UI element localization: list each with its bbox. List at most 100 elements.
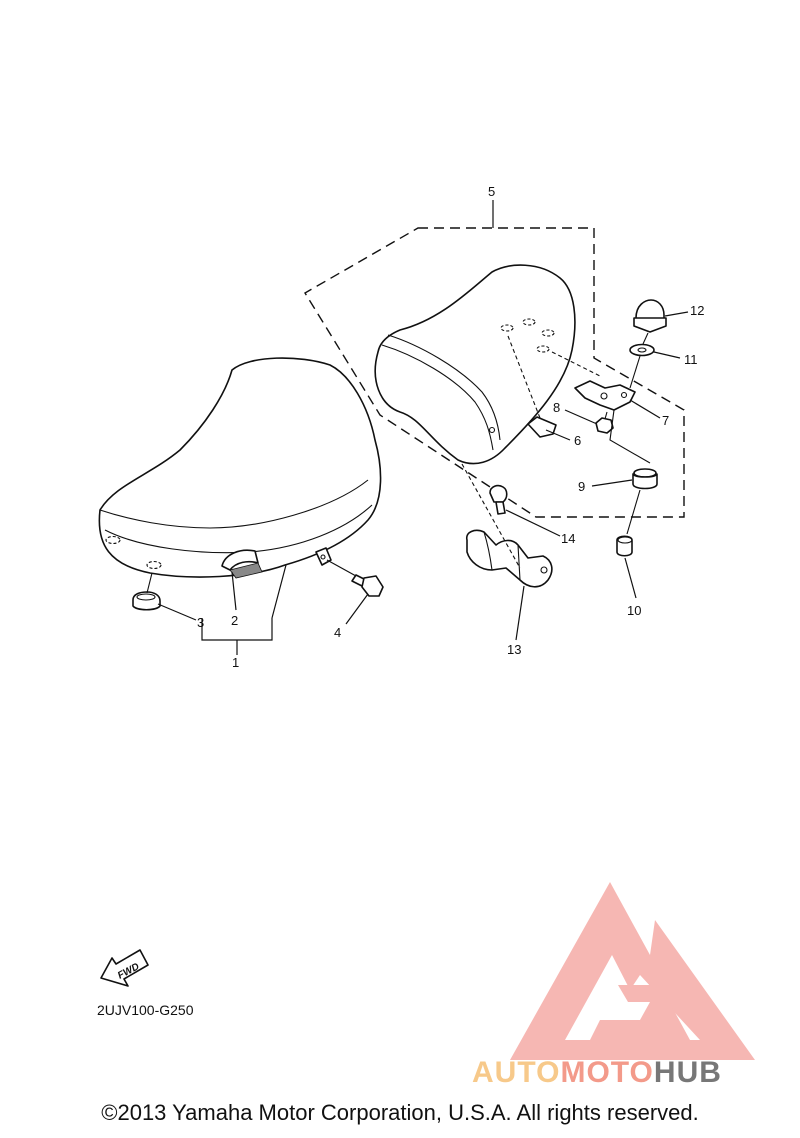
leader-13 [515, 585, 525, 641]
bolt-head [361, 575, 384, 597]
grommet [609, 409, 658, 490]
leader-10 [624, 557, 637, 599]
cap-nut-dome [635, 299, 665, 322]
collar-axis [626, 489, 641, 535]
passenger-seat-rivet [488, 426, 496, 434]
watermark-brand: AUTOMOTOHUB [472, 1056, 722, 1090]
seat-mount-tab [315, 547, 332, 566]
callout-labels: 1 2 3 4 5 6 7 8 9 10 11 12 13 14 [197, 184, 704, 670]
logo-triangle-outer [510, 882, 755, 1060]
passenger-seat-hole-a [500, 324, 514, 332]
bolt-axis [326, 559, 357, 577]
automotohub-logo [510, 882, 755, 1060]
brand-hub: HUB [653, 1056, 722, 1089]
rider-seat-hole-mid [146, 560, 162, 570]
callout-4: 4 [334, 625, 341, 640]
leader-14 [505, 509, 561, 537]
grommet-body [632, 473, 658, 490]
clip-axis [507, 335, 541, 419]
leader-7 [629, 399, 661, 419]
leader-2 [231, 571, 237, 611]
washer-axis [642, 332, 649, 345]
leader-lines [157, 200, 689, 655]
passenger-seat-band [387, 334, 501, 441]
bolt-14 [489, 484, 508, 515]
callout-5: 5 [488, 184, 495, 199]
callout-9: 9 [578, 479, 585, 494]
cap-nut-hex [633, 317, 667, 333]
hinge-bracket [461, 463, 553, 588]
bracket-body [574, 380, 636, 411]
callout-8: 8 [553, 400, 560, 415]
leader-12 [664, 311, 689, 317]
rider-seat-edge [99, 479, 369, 529]
leader-1 [201, 564, 287, 655]
leader-9 [591, 479, 633, 487]
passenger-seat-band-2 [381, 344, 494, 451]
callout-2: 2 [231, 613, 238, 628]
callout-1: 1 [232, 655, 239, 670]
washer-inner [637, 347, 647, 353]
collar-body [616, 535, 633, 557]
bracket-dash-lead [551, 351, 601, 377]
callout-6: 6 [574, 433, 581, 448]
bolt [326, 559, 384, 597]
fwd-arrow-shape [100, 949, 149, 987]
clip [507, 335, 557, 438]
cap-nut [633, 299, 667, 333]
hinge-bracket-hole [540, 566, 548, 574]
grommet-lead [609, 409, 651, 464]
collar [616, 489, 641, 557]
part-code: 2UJV100-G250 [97, 1002, 194, 1018]
damper [132, 572, 161, 611]
leader-4 [345, 593, 369, 625]
leader-8 [564, 409, 598, 425]
rider-seat [98, 357, 382, 579]
callout-12: 12 [690, 303, 704, 318]
callout-10: 10 [627, 603, 641, 618]
bracket [551, 351, 636, 411]
hinge-axis [461, 463, 521, 569]
washer [629, 332, 655, 389]
bracket-hole-b [620, 391, 628, 399]
passenger-seat-hole-d [536, 345, 550, 353]
passenger-seat-hole-b [522, 318, 536, 326]
leader-6 [545, 429, 571, 441]
seat-patch-hatch [229, 562, 263, 579]
callout-13: 13 [507, 642, 521, 657]
bracket-hole-a [600, 392, 608, 400]
passenger-seat-hole-c [541, 329, 555, 337]
damper-top [136, 593, 156, 601]
collar-top [617, 536, 633, 544]
damper-body [132, 591, 161, 611]
hinge-bracket-inner [483, 531, 521, 581]
nut-8-body [595, 417, 614, 434]
logo-g-shape [590, 985, 690, 1040]
washer-axis-2 [629, 355, 641, 389]
fwd-arrow: FWD [100, 949, 149, 987]
rider-seat-body [98, 357, 382, 578]
brand-auto: AUTO [472, 1056, 561, 1089]
bolt-14-shank [495, 501, 506, 515]
group-5-outline [304, 227, 685, 518]
leader-3 [157, 603, 197, 621]
washer-outer [629, 343, 655, 357]
callout-11: 11 [684, 352, 698, 367]
clip-body [527, 416, 557, 438]
damper-stem [146, 572, 153, 594]
nut-8 [595, 411, 614, 434]
bolt-14-head [489, 484, 508, 503]
leader-11 [653, 351, 681, 359]
hinge-bracket-body [465, 529, 553, 588]
nut-8-axis [604, 411, 608, 420]
rider-seat-hole-front [105, 535, 121, 545]
callout-7: 7 [662, 413, 669, 428]
brand-moto: MOTO [560, 1056, 654, 1089]
passenger-seat-body [374, 264, 576, 465]
passenger-seat [374, 264, 576, 465]
copyright-notice: ©2013 Yamaha Motor Corporation, U.S.A. A… [101, 1100, 699, 1125]
callout-3: 3 [197, 615, 204, 630]
seat-mount-tab-hole [320, 554, 326, 560]
callout-14: 14 [561, 531, 575, 546]
